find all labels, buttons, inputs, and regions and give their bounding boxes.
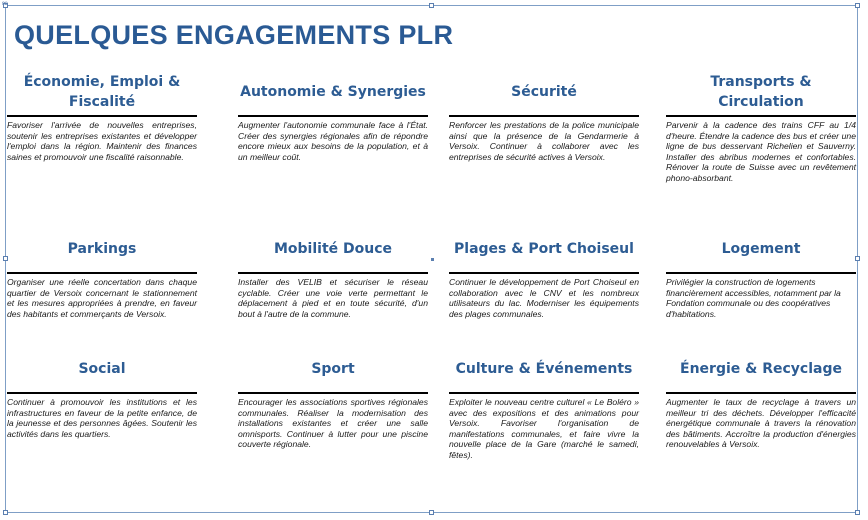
center-point-marker — [431, 258, 434, 261]
resize-handle-bottom[interactable] — [429, 510, 434, 515]
resize-handle-left[interactable] — [3, 256, 8, 261]
card-social: Social Continuer à promouvoir les instit… — [7, 345, 197, 439]
resize-handle-top-right[interactable] — [855, 3, 860, 8]
card-heading: Plages & Port Choiseul — [449, 225, 639, 274]
link-icon: ∞ — [1, 0, 9, 9]
card-heading: Énergie & Recyclage — [666, 345, 856, 394]
card-text: Installer des VELIB et sécuriser le rése… — [238, 277, 428, 319]
card-heading: Autonomie & Synergies — [238, 68, 428, 117]
card-culture: Culture & Événements Exploiter le nouvea… — [449, 345, 639, 461]
card-text: Parvenir à la cadence des trains CFF au … — [666, 120, 856, 183]
card-text: Renforcer les prestations de la police m… — [449, 120, 639, 162]
card-text: Favoriser l'arrivée de nouvelles entrepr… — [7, 120, 197, 162]
card-text: Continuer à promouvoir les institutions … — [7, 397, 197, 439]
card-text: Organiser une réelle concertation dans c… — [7, 277, 197, 319]
card-heading: Sport — [238, 345, 428, 394]
card-heading: Social — [7, 345, 197, 394]
resize-handle-right[interactable] — [855, 256, 860, 261]
card-text: Continuer le développement de Port Chois… — [449, 277, 639, 319]
card-heading: Parkings — [7, 225, 197, 274]
card-autonomie: Autonomie & Synergies Augmenter l'autono… — [238, 68, 428, 162]
card-text: Encourager les associations sportives ré… — [238, 397, 428, 450]
card-securite: Sécurité Renforcer les prestations de la… — [449, 68, 639, 162]
card-text: Privilégier la construction de logements… — [666, 277, 841, 319]
card-sport: Sport Encourager les associations sporti… — [238, 345, 428, 450]
card-parkings: Parkings Organiser une réelle concertati… — [7, 225, 197, 319]
card-heading: Logement — [666, 225, 856, 274]
card-heading: Culture & Événements — [449, 345, 639, 394]
card-plages-port: Plages & Port Choiseul Continuer le déve… — [449, 225, 639, 319]
card-text: Exploiter le nouveau centre culturel « L… — [449, 397, 639, 460]
card-logement: Logement Privilégier la construction de … — [666, 225, 856, 319]
resize-handle-bottom-right[interactable] — [855, 510, 860, 515]
resize-handle-top-left[interactable] — [3, 3, 8, 8]
card-transports: Transports & Circulation Parvenir à la c… — [666, 68, 856, 184]
card-energie: Énergie & Recyclage Augmenter le taux de… — [666, 345, 856, 450]
card-heading: Économie, Emploi & Fiscalité — [7, 68, 197, 117]
card-text: Augmenter l'autonomie communale face à l… — [238, 120, 428, 162]
card-mobilite-douce: Mobilité Douce Installer des VELIB et sé… — [238, 225, 428, 319]
card-heading: Mobilité Douce — [238, 225, 428, 274]
card-text: Augmenter le taux de recyclage à travers… — [666, 397, 856, 450]
card-economie: Économie, Emploi & Fiscalité Favoriser l… — [7, 68, 197, 162]
resize-handle-bottom-left[interactable] — [3, 510, 8, 515]
card-heading: Transports & Circulation — [666, 68, 856, 117]
resize-handle-top[interactable] — [429, 3, 434, 8]
page-title: QUELQUES ENGAGEMENTS PLR — [14, 20, 454, 50]
card-heading: Sécurité — [449, 68, 639, 117]
